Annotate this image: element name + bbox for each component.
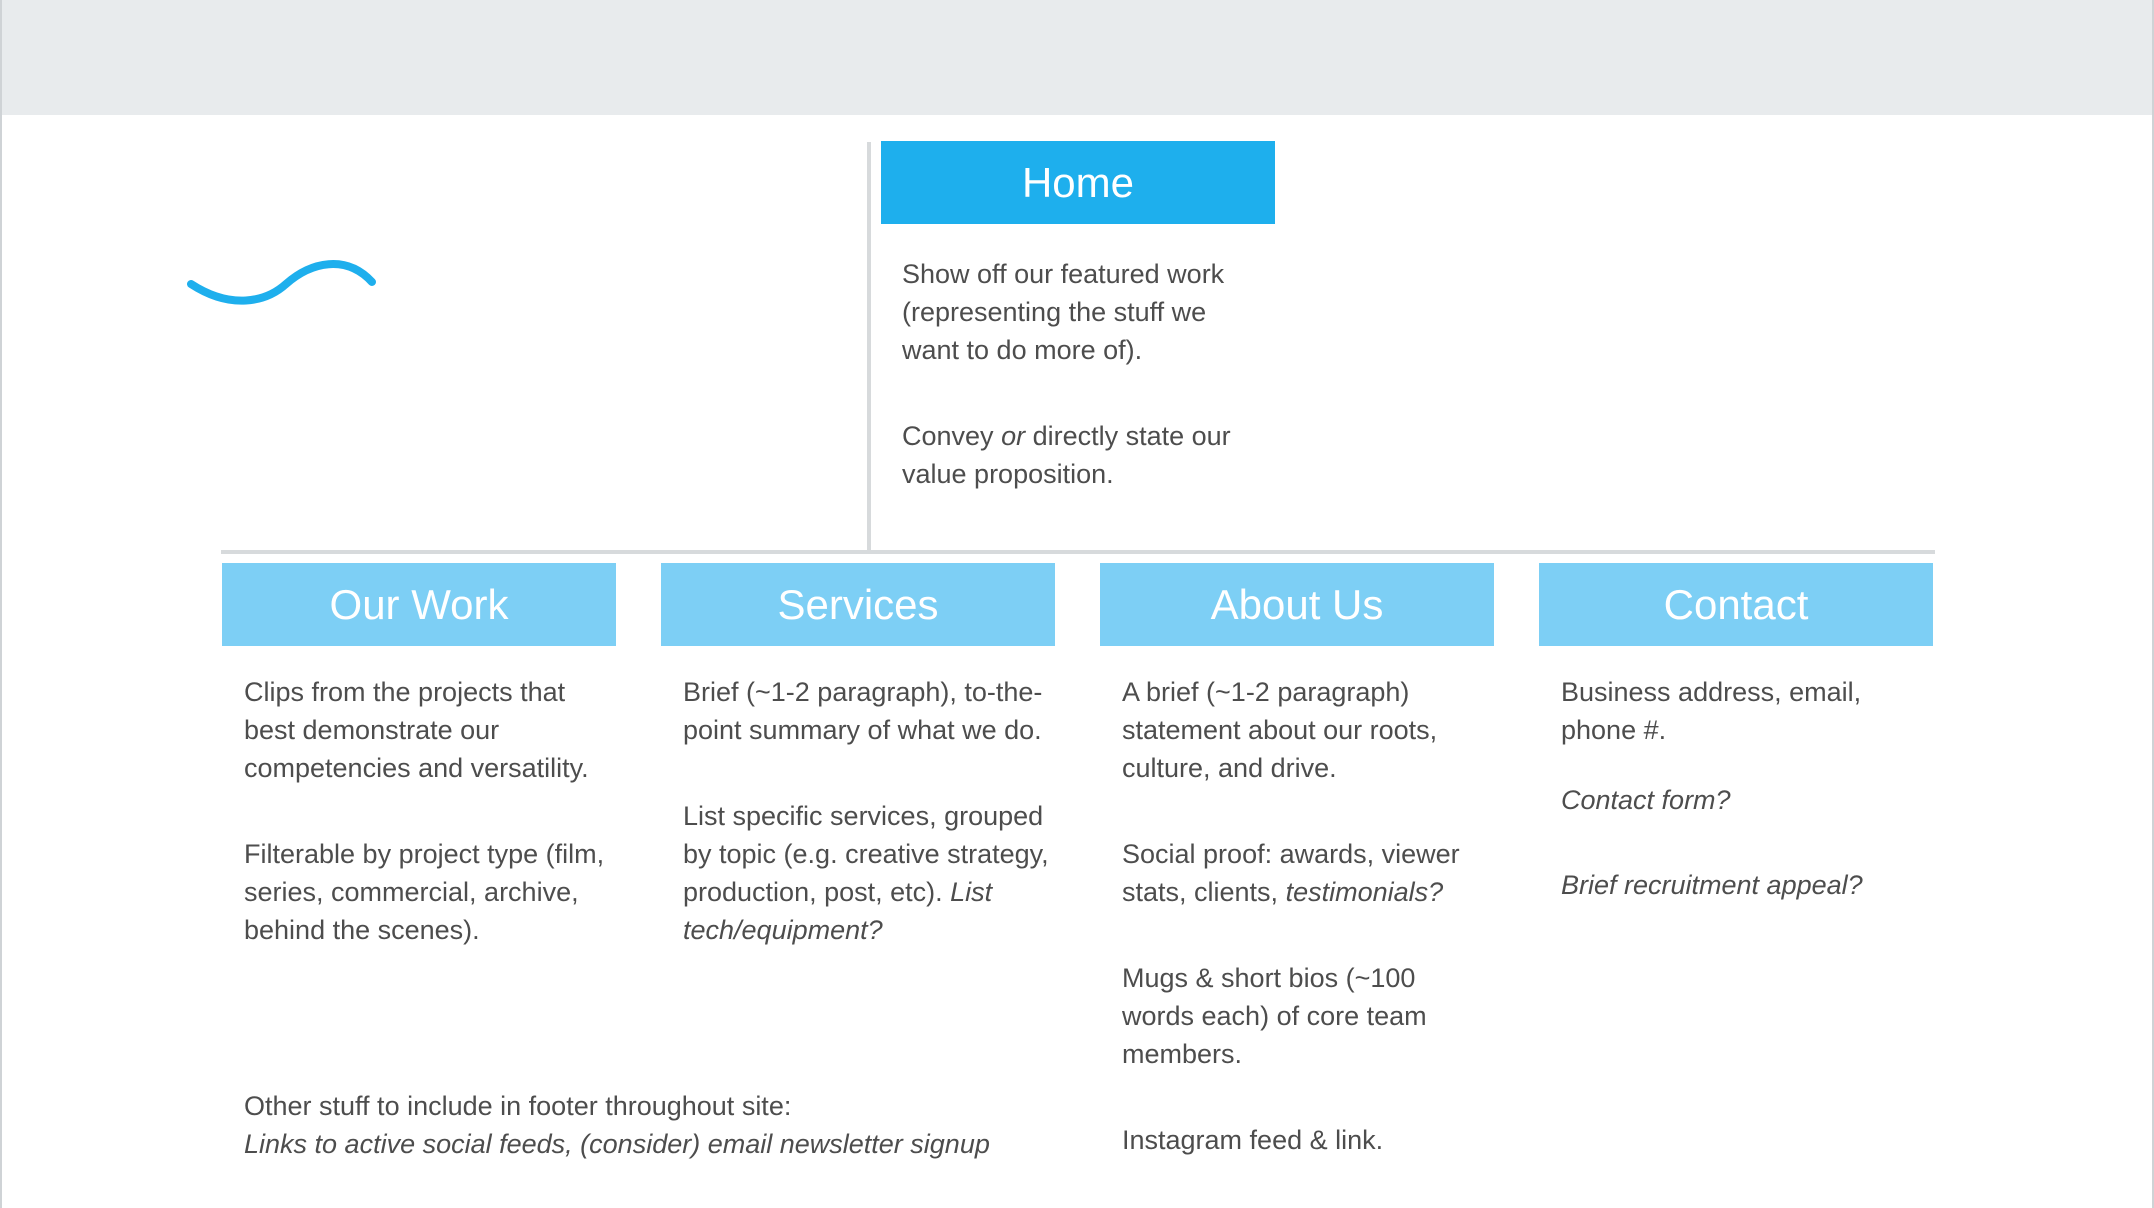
contact-text-3: Brief recruitment appeal? (1561, 870, 1863, 900)
home-text-1: Show off our featured work (representing… (902, 259, 1225, 365)
our-work-description: Clips from the projects that best demons… (244, 673, 614, 997)
home-text-2a: Convey (902, 421, 1002, 451)
about-text-2a: Social proof: awards, viewer stats, clie… (1122, 839, 1460, 907)
our-work-text-2: Filterable by project type (film, series… (244, 839, 605, 945)
footer-note-line-2: Links to active social feeds, (consider)… (244, 1129, 990, 1159)
services-text-2b: List tech/equipment? (683, 877, 993, 945)
connector-vertical (867, 142, 871, 552)
our-work-box: Our Work (222, 563, 616, 646)
home-text-2c: directly state our value proposition. (902, 421, 1231, 489)
footer-note: Other stuff to include in footer through… (244, 1087, 1044, 1163)
about-us-box: About Us (1100, 563, 1494, 646)
about-text-1: A brief (~1-2 paragraph) statement about… (1122, 677, 1438, 783)
services-text-1: Brief (~1-2 paragraph), to-the-point sum… (683, 677, 1043, 745)
services-text-2a: List specific services, grouped by topic… (683, 801, 1049, 907)
about-text-3: Mugs & short bios (~100 words each) of c… (1122, 963, 1427, 1069)
home-description: Show off our featured work (representing… (902, 255, 1262, 541)
our-work-text-1: Clips from the projects that best demons… (244, 677, 589, 783)
contact-text-2: Contact form? (1561, 785, 1731, 815)
services-box: Services (661, 563, 1055, 646)
home-box: Home (881, 141, 1275, 224)
contact-description: Business address, email, phone #. Contac… (1561, 673, 1901, 952)
about-text-2b: testimonials? (1285, 877, 1444, 907)
about-us-description: A brief (~1-2 paragraph) statement about… (1122, 673, 1492, 1207)
about-text-4: Instagram feed & link. (1122, 1125, 1384, 1155)
home-text-2b: or (1001, 421, 1026, 451)
right-border (2152, 0, 2154, 1208)
services-text-2: List specific services, grouped by topic… (683, 797, 1053, 949)
contact-box: Contact (1539, 563, 1933, 646)
top-bar (0, 0, 2154, 115)
about-text-2: Social proof: awards, viewer stats, clie… (1122, 835, 1492, 911)
footer-note-line-1: Other stuff to include in footer through… (244, 1091, 792, 1121)
home-text-2: Convey or directly state our value propo… (902, 417, 1262, 493)
services-description: Brief (~1-2 paragraph), to-the-point sum… (683, 673, 1053, 997)
connector-horizontal (221, 550, 1935, 554)
contact-text-1: Business address, email, phone #. (1561, 677, 1862, 745)
wave-logo-icon (187, 260, 376, 305)
left-border (0, 0, 2, 1208)
